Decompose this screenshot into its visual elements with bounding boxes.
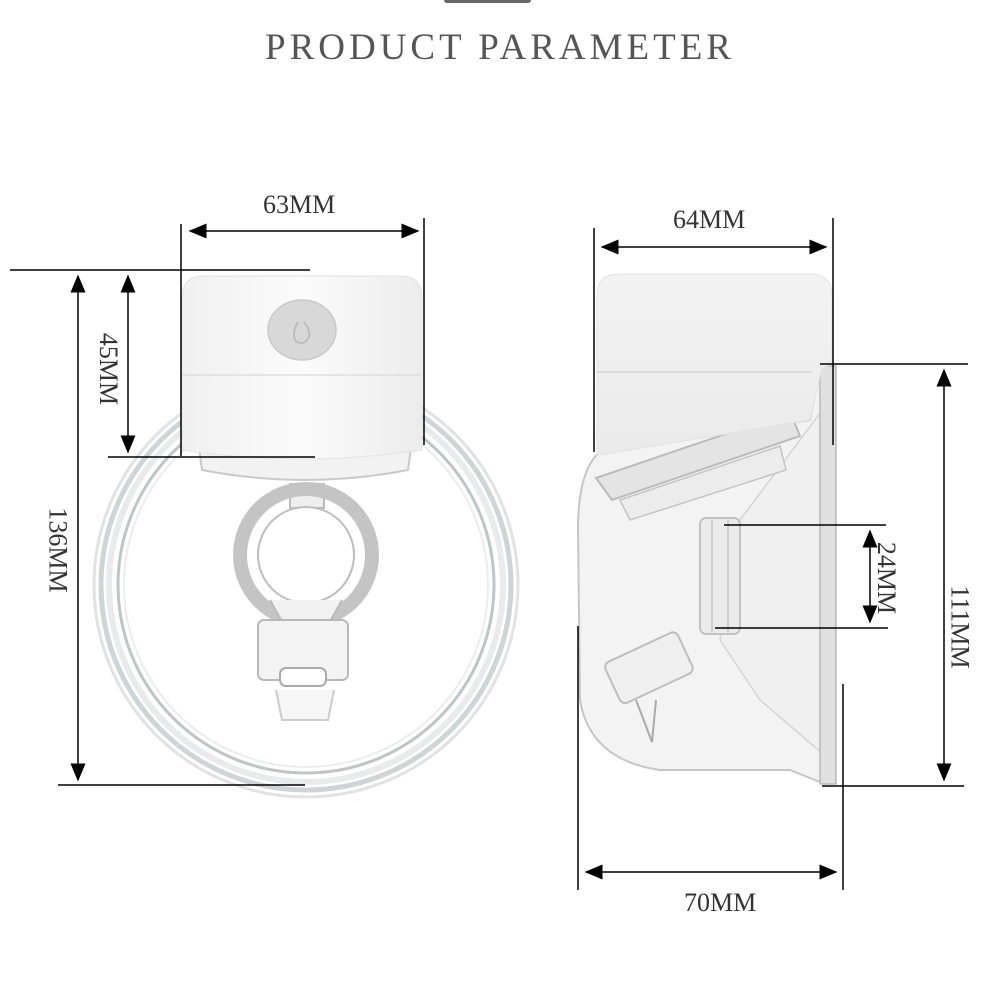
dimension-111mm xyxy=(820,363,968,787)
label-tunnel-24mm: 24MM xyxy=(872,541,902,615)
dimension-24mm xyxy=(715,524,888,629)
side-clear-body xyxy=(576,365,837,785)
side-view xyxy=(576,218,968,890)
label-total-height-136mm: 136MM xyxy=(43,507,73,593)
dimension-45mm xyxy=(10,269,315,458)
label-motor-height-45mm: 45MM xyxy=(94,332,124,406)
droplet-icon xyxy=(292,321,311,345)
side-motor-unit xyxy=(596,273,833,456)
top-tab-decoration xyxy=(444,0,531,3)
page-title: PRODUCT PARAMETER xyxy=(265,27,735,68)
front-view xyxy=(10,218,520,799)
label-depth-70mm: 70MM xyxy=(684,888,757,917)
label-motor-width-64mm: 64MM xyxy=(673,205,746,234)
dimension-136mm xyxy=(58,274,305,786)
dimension-70mm xyxy=(577,626,844,890)
power-button[interactable] xyxy=(267,299,337,361)
front-connector xyxy=(196,439,414,721)
label-width-63mm: 63MM xyxy=(263,190,336,219)
label-flange-height-111mm: 111MM xyxy=(945,585,975,669)
dimension-63mm xyxy=(180,218,425,456)
dimension-64mm xyxy=(593,218,834,452)
